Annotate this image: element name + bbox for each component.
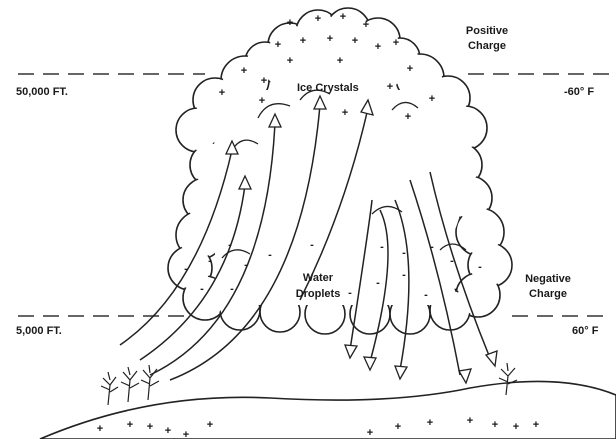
svg-text:+: +: [287, 55, 293, 67]
svg-text:+: +: [375, 41, 381, 53]
negative-charge-label-line1: Negative: [525, 273, 571, 285]
svg-text:+: +: [300, 35, 306, 47]
svg-text:+: +: [127, 419, 133, 431]
svg-text:+: +: [367, 427, 373, 439]
svg-text:+: +: [259, 95, 265, 107]
svg-text:+: +: [97, 423, 103, 435]
svg-text:-: -: [424, 289, 428, 301]
svg-text:-: -: [402, 247, 406, 259]
trees-left: [101, 365, 159, 405]
svg-text:-: -: [450, 255, 454, 267]
svg-text:+: +: [352, 35, 358, 47]
water-droplets-label-line1: Water: [303, 272, 334, 284]
svg-text:+: +: [337, 55, 343, 67]
svg-text:-: -: [228, 239, 232, 251]
svg-text:-: -: [402, 269, 406, 281]
svg-text:+: +: [183, 429, 189, 439]
positive-charge-label-line2: Charge: [468, 40, 506, 52]
svg-text:-: -: [380, 241, 384, 253]
temperature-high-label: -60° F: [564, 86, 594, 98]
svg-text:+: +: [241, 65, 247, 77]
svg-text:-: -: [454, 283, 458, 295]
svg-text:+: +: [429, 93, 435, 105]
ice-crystals-label: Ice Crystals: [297, 82, 359, 94]
svg-text:+: +: [513, 421, 519, 433]
svg-text:-: -: [430, 241, 434, 253]
svg-text:+: +: [492, 419, 498, 431]
svg-text:+: +: [407, 63, 413, 75]
svg-text:-: -: [268, 249, 272, 261]
svg-text:-: -: [230, 283, 234, 295]
svg-text:-: -: [478, 261, 482, 273]
altitude-high-label: 50,000 FT.: [16, 86, 68, 98]
svg-text:-: -: [376, 277, 380, 289]
svg-text:-: -: [310, 239, 314, 251]
svg-text:+: +: [287, 17, 293, 29]
positive-charge-label-line1: Positive: [466, 25, 508, 37]
svg-text:+: +: [327, 33, 333, 45]
svg-text:+: +: [427, 417, 433, 429]
svg-text:+: +: [363, 19, 369, 31]
svg-text:-: -: [348, 287, 352, 299]
water-droplets-label-line2: Droplets: [296, 288, 341, 300]
svg-text:+: +: [393, 37, 399, 49]
svg-text:+: +: [147, 421, 153, 433]
svg-text:+: +: [467, 415, 473, 427]
svg-text:+: +: [533, 419, 539, 431]
svg-text:+: +: [261, 75, 267, 87]
svg-text:+: +: [165, 425, 171, 437]
svg-text:+: +: [315, 13, 321, 25]
svg-text:+: +: [342, 107, 348, 119]
svg-text:+: +: [219, 87, 225, 99]
svg-text:+: +: [387, 81, 393, 93]
svg-text:+: +: [405, 111, 411, 123]
svg-text:-: -: [184, 263, 188, 275]
altitude-low-label: 5,000 FT.: [16, 325, 62, 337]
negative-charge-label-line2: Charge: [529, 288, 567, 300]
svg-text:+: +: [275, 39, 281, 51]
svg-text:-: -: [208, 255, 212, 267]
svg-text:-: -: [244, 259, 248, 271]
temperature-low-label: 60° F: [572, 325, 599, 337]
svg-text:-: -: [200, 283, 204, 295]
svg-text:+: +: [207, 419, 213, 431]
svg-text:+: +: [340, 11, 346, 23]
svg-text:+: +: [395, 421, 401, 433]
